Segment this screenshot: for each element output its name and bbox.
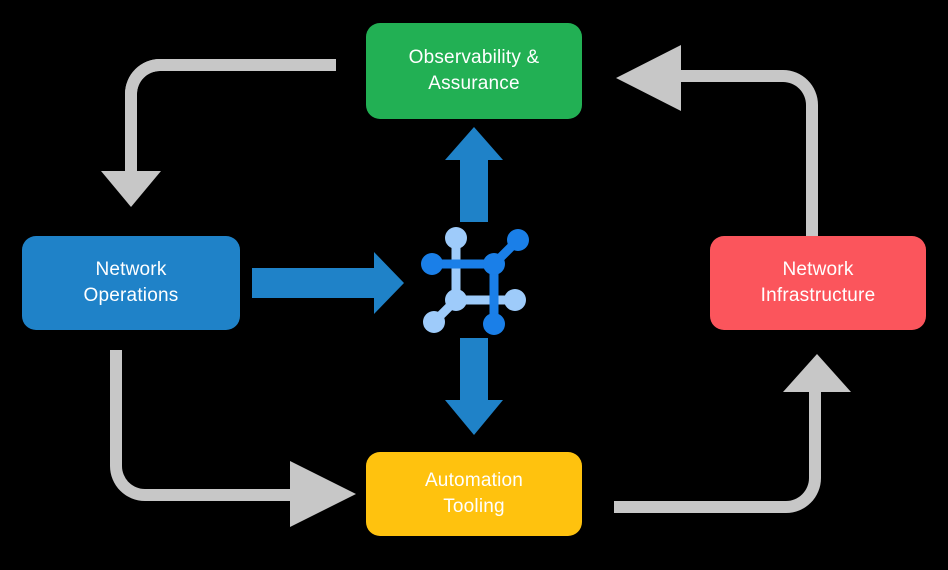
arrow-center-to-automation — [445, 338, 503, 435]
network-mesh-icon — [421, 227, 529, 335]
node-observability-and-assurance[interactable]: Observability & Assurance — [366, 23, 582, 119]
arrow-operations-to-center — [252, 252, 404, 314]
node-network-operations[interactable]: Network Operations — [22, 236, 240, 330]
arrow-operations-to-automation — [110, 350, 356, 527]
node-network-infrastructure[interactable]: Network Infrastructure — [710, 236, 926, 330]
arrow-automation-to-infrastructure — [614, 354, 851, 513]
node-automation-tooling[interactable]: Automation Tooling — [366, 452, 582, 536]
arrow-infrastructure-to-observability — [616, 45, 818, 240]
arrow-observability-to-operations — [101, 59, 336, 207]
arrow-center-to-observability — [445, 127, 503, 222]
